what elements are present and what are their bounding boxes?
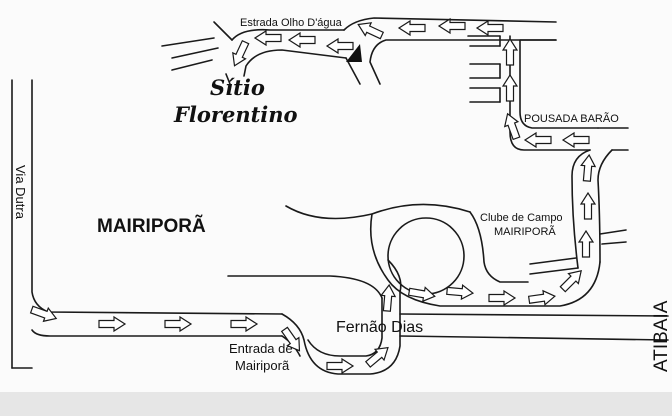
sitio-road: [171, 59, 213, 71]
route-arrow-icon: [280, 326, 301, 352]
route-arrow-icon: [561, 131, 590, 149]
route-arrow-icon: [253, 29, 282, 47]
pousada-road: [509, 35, 591, 151]
route-arrow-icon: [475, 19, 504, 37]
entrada-exit-road: [281, 291, 401, 375]
route-arrow-icon: [287, 31, 316, 49]
mairipora-road: [285, 203, 471, 220]
route-arrow-icon: [488, 289, 517, 307]
route-arrow-icon: [407, 286, 436, 303]
route-arrow-icon: [501, 73, 519, 102]
pousada-barao-label: POUSADA BARÃO: [524, 112, 619, 125]
estrada-olho-dagua-road: [225, 73, 231, 85]
estrada-olho-dagua-road: [213, 21, 233, 41]
route-arrow-icon: [98, 315, 127, 333]
roundabout-inner: [387, 217, 465, 295]
fernao-dias-road: [399, 335, 669, 341]
route-arrow-icon: [397, 19, 426, 37]
north-road: [571, 149, 591, 269]
clube-label-line2: MAIRIPORÃ: [494, 225, 556, 238]
entrada-label-line2: Mairiporã: [235, 358, 290, 373]
clube-label-line1: Clube de Campo: [480, 212, 563, 224]
route-arrow-icon: [580, 153, 597, 182]
destination-triangle-icon: [346, 44, 362, 62]
fernao-dias-label: Fernão Dias: [336, 319, 423, 336]
estrada-olho-dagua-road: [231, 28, 345, 41]
route-map: Estrada Olho D'água Sítio Florentino POU…: [11, 17, 672, 375]
north-road: [597, 149, 613, 263]
estrada-olho-dagua-label: Estrada Olho D'água: [240, 17, 343, 29]
mairipora-town-label: MAIRIPORÃ: [97, 215, 206, 237]
route-arrow-icon: [29, 305, 58, 323]
roundabout-outer: [369, 213, 601, 307]
route-arrow-icon: [232, 39, 250, 67]
route-arrow-icon: [446, 284, 475, 301]
via-dutra-road: [31, 329, 283, 337]
entrada-label-line1: Entrada de: [229, 341, 293, 356]
roundabout-outer: [469, 211, 529, 283]
route-arrow-icon: [577, 229, 595, 258]
estrada-olho-dagua-road: [345, 57, 361, 85]
estrada-olho-dagua-road: [343, 17, 557, 31]
route-arrow-icon: [325, 37, 354, 55]
sitio-road: [161, 37, 215, 47]
via-dutra-label: Via Dutra: [13, 165, 28, 220]
entrada-exit-road: [307, 297, 383, 357]
route-arrow-icon: [364, 346, 389, 368]
pousada-road: [519, 39, 599, 129]
route-arrow-icon: [501, 37, 519, 66]
route-arrow-icon: [164, 315, 193, 333]
roads: [11, 17, 669, 375]
route-arrow-icon: [503, 112, 521, 141]
route-arrow-icon: [326, 357, 355, 375]
route-arrow-icon: [527, 289, 556, 306]
estrada-olho-dagua-road: [243, 49, 347, 77]
route-arrow-icon: [523, 131, 552, 149]
sitio-label-line1: Sítio: [210, 75, 265, 100]
sitio-label-line2: Florentino: [173, 102, 298, 127]
map-card: Estrada Olho D'água Sítio Florentino POU…: [0, 0, 672, 392]
clube-side-road: [601, 241, 627, 245]
route-arrow-icon: [559, 270, 582, 293]
route-arrow-icon: [579, 191, 597, 220]
fernao-dias-road: [399, 313, 669, 317]
mairipora-road: [227, 275, 383, 299]
sitio-road: [171, 47, 219, 59]
atibaia-label: ATIBAIA: [651, 300, 672, 372]
route-arrows: [29, 17, 597, 375]
clube-side-road: [529, 257, 577, 265]
route-arrow-icon: [380, 283, 397, 312]
route-arrow-icon: [437, 17, 466, 35]
estrada-olho-dagua-road: [369, 39, 557, 85]
route-arrow-icon: [230, 315, 259, 333]
mairipora-road: [387, 259, 402, 293]
clube-side-road: [529, 267, 579, 275]
clube-side-road: [599, 229, 627, 235]
route-arrow-icon: [357, 22, 385, 40]
